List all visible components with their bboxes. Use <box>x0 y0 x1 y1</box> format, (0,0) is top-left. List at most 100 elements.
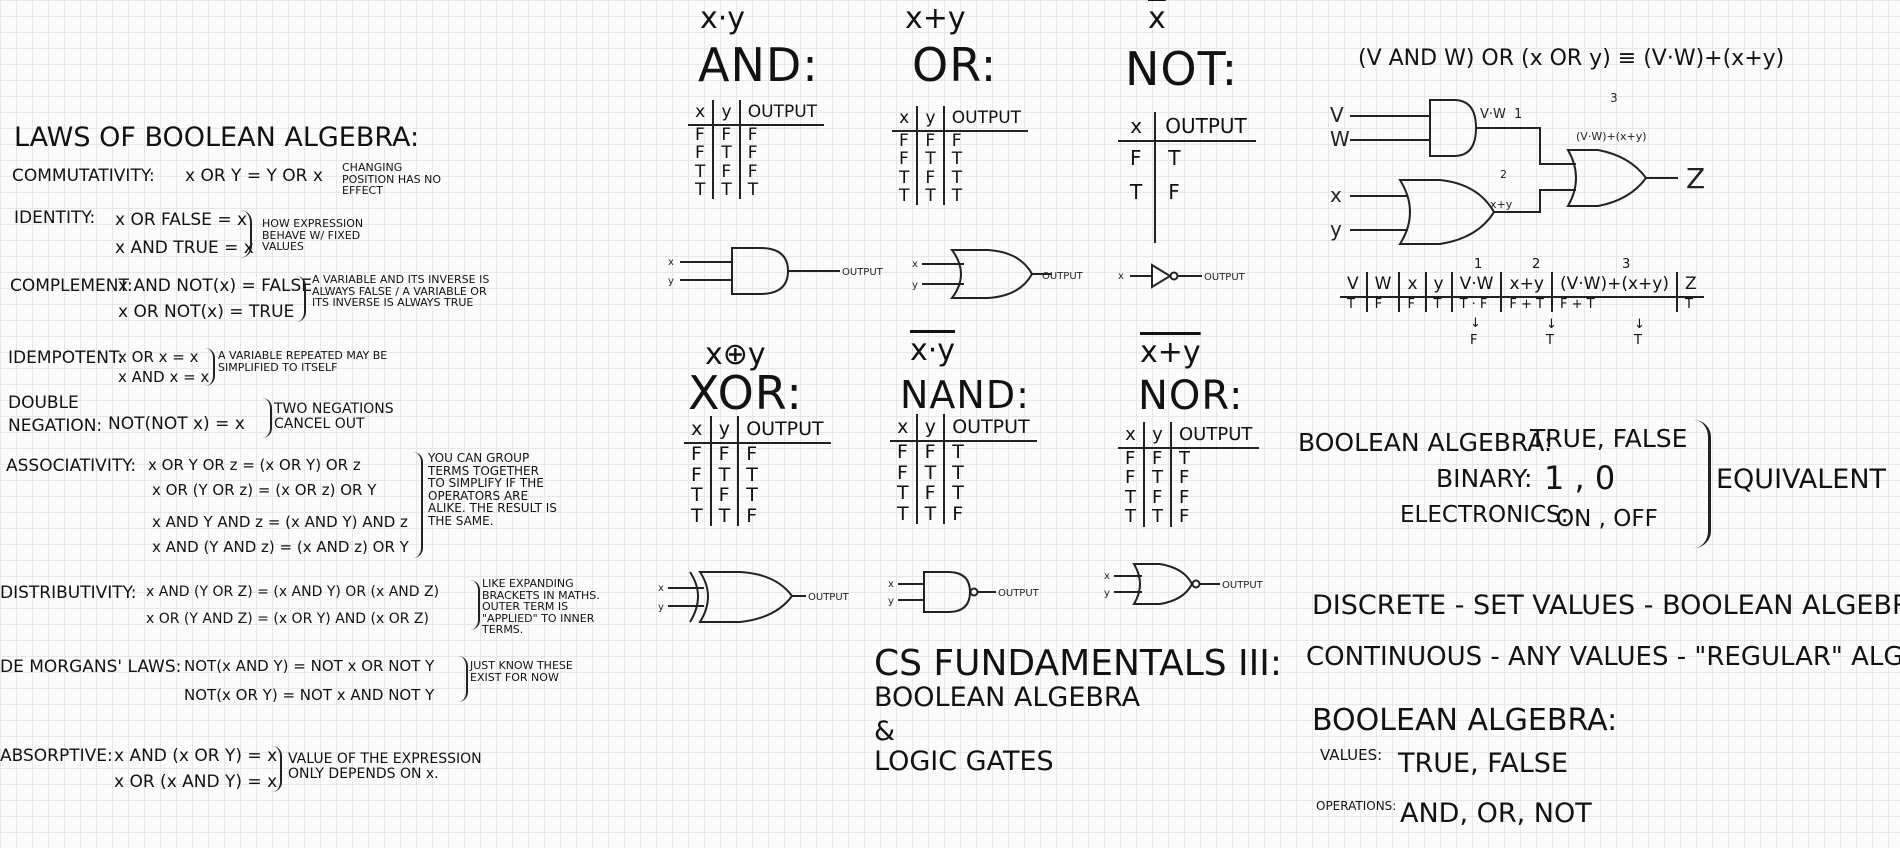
law-name: DISTRIBUTIVITY: <box>0 583 137 603</box>
equiv-word: EQUIVALENT <box>1716 464 1887 495</box>
step-result: T <box>1546 333 1554 348</box>
law-note: HOW EXPRESSION BEHAVE W/ FIXED VALUES <box>262 217 364 254</box>
law-name: COMMUTATIVITY: <box>12 166 155 186</box>
svg-text:x: x <box>888 579 894 590</box>
law-name: IDENTITY: <box>14 208 96 228</box>
law-note: JUST KNOW THESE EXIST FOR NOW <box>470 659 573 684</box>
header-cell: x <box>1398 272 1426 298</box>
svg-text:x: x <box>1330 183 1342 207</box>
law-name: DOUBLE NEGATION: <box>8 393 103 436</box>
law-line: x OR Y OR z = (x OR Y) OR z <box>148 456 361 474</box>
header-cell: OUTPUT <box>1154 112 1256 142</box>
and-gate-symbol: x y OUTPUT <box>668 244 884 308</box>
header-cell: OUTPUT <box>943 414 1037 442</box>
down-arrow-icon: ↓ <box>1470 316 1481 331</box>
law-note: TWO NEGATIONS CANCEL OUT <box>274 401 394 432</box>
law-line: x OR (Y AND Z) = (x OR Y) AND (x OR Z) <box>146 611 429 627</box>
header-cell: y <box>709 416 739 444</box>
header-cell: y <box>1143 422 1171 449</box>
boolean-heading: BOOLEAN ALGEBRA: <box>1312 703 1618 738</box>
xor-expression: x⊕y <box>705 337 766 372</box>
continuous-line: CONTINUOUS - ANY VALUES - "REGULAR" ALGE… <box>1306 642 1900 672</box>
law-name: ASSOCIATIVITY: <box>6 456 137 476</box>
values-label: VALUES: <box>1320 746 1383 764</box>
law-line: x AND (Y OR Z) = (x AND Y) OR (x AND Z) <box>146 584 440 600</box>
svg-text:y: y <box>888 596 894 607</box>
header-cell: x <box>1118 422 1144 449</box>
circuit-equation: (V AND W) OR (x OR y) ≡ (V·W)+(x+y) <box>1358 46 1785 71</box>
svg-text:x: x <box>658 583 664 594</box>
svg-text:OUTPUT: OUTPUT <box>1204 272 1246 283</box>
header-cell: OUTPUT <box>737 416 831 444</box>
svg-text:OUTPUT: OUTPUT <box>998 588 1040 599</box>
or-title: OR: <box>912 38 998 92</box>
law-line: NOT(x AND Y) = NOT x OR NOT Y <box>184 657 435 675</box>
svg-text:2: 2 <box>1500 168 1507 181</box>
law-line: x AND TRUE = x <box>115 238 254 258</box>
equiv-value: 1 , 0 <box>1544 459 1616 497</box>
law-name: DE MORGANS' LAWS: <box>0 657 182 677</box>
and-expression: x·y <box>700 1 746 36</box>
header-cell: x <box>890 414 917 442</box>
title-line: CS FUNDAMENTALS III: <box>874 643 1283 684</box>
down-arrow-icon: ↓ <box>1634 317 1645 332</box>
svg-text:x: x <box>1104 571 1110 582</box>
header-cell: x <box>1118 112 1156 142</box>
nand-gate-symbol: x y OUTPUT <box>888 568 1078 622</box>
svg-text:y: y <box>658 602 664 613</box>
header-cell: y <box>1424 272 1452 298</box>
equiv-label: BOOLEAN ALGEBRA: <box>1298 428 1553 457</box>
step-number: 2 <box>1532 257 1541 272</box>
not-title: NOT: <box>1125 42 1239 96</box>
equiv-value: TRUE, FALSE <box>1530 424 1688 453</box>
equiv-label: ELECTRONICS: <box>1400 502 1569 528</box>
law-note: A VARIABLE AND ITS INVERSE IS ALWAYS FAL… <box>312 273 490 310</box>
law-line: x OR FALSE = x <box>115 210 248 230</box>
svg-text:y: y <box>1104 588 1110 599</box>
circuit-diagram: V W x y Z V·W 1 2 x+y 3 (V·W)+(x+y) <box>1330 91 1750 256</box>
law-line: x AND Y AND z = (x AND Y) AND z <box>152 513 408 531</box>
law-note: VALUE OF THE EXPRESSION ONLY DEPENDS ON … <box>288 751 482 782</box>
nor-expression: x+y <box>1140 335 1201 370</box>
header-cell: OUTPUT <box>942 106 1029 132</box>
header-cell: y <box>915 414 945 442</box>
law-line: x AND x = x <box>118 368 210 386</box>
and-title: AND: <box>698 38 819 92</box>
or-gate-symbol: x y OUTPUT <box>912 248 1122 312</box>
law-line: x OR (Y OR z) = (x OR z) OR Y <box>152 481 377 499</box>
svg-text:3: 3 <box>1610 91 1618 105</box>
svg-text:OUTPUT: OUTPUT <box>808 592 850 603</box>
svg-text:Z: Z <box>1686 162 1705 195</box>
svg-text:OUTPUT: OUTPUT <box>842 267 884 278</box>
nor-gate-symbol: x y OUTPUT <box>1104 560 1294 614</box>
header-cell: Z <box>1675 272 1704 298</box>
svg-text:x: x <box>912 259 918 270</box>
or-expression: x+y <box>905 1 966 36</box>
svg-text:y: y <box>668 276 674 287</box>
header-cell: x <box>688 100 714 126</box>
law-note: LIKE EXPANDING BRACKETS IN MATHS. OUTER … <box>482 577 600 637</box>
svg-text:1: 1 <box>1514 107 1522 122</box>
law-line: x OR x = x <box>118 348 199 366</box>
svg-text:W: W <box>1330 127 1350 151</box>
header-cell: x+y <box>1500 272 1552 298</box>
discrete-line: DISCRETE - SET VALUES - BOOLEAN ALGEBRA <box>1312 590 1900 621</box>
svg-text:x: x <box>668 257 674 268</box>
svg-text:(V·W)+(x+y): (V·W)+(x+y) <box>1576 130 1647 143</box>
